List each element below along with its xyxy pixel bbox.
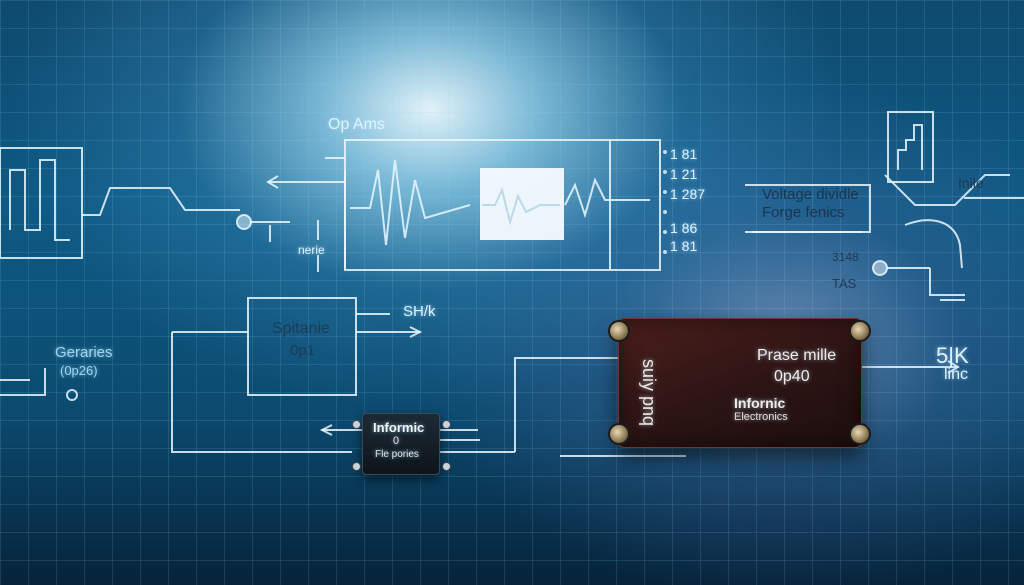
left-block-output-label: SH/k <box>403 303 436 320</box>
small-chip-title: Informic <box>373 420 425 435</box>
voltage-line2: Forge fenics <box>762 204 845 221</box>
generaries-title: Geraries <box>55 344 113 361</box>
big-chip: suiy pnq Prase mille 0p40 Infornic Elect… <box>618 318 862 448</box>
big-chip-output-sub: linc <box>944 366 969 383</box>
top-right-label: Inile <box>958 175 984 191</box>
small-chip-line3: Fle pories <box>375 449 419 460</box>
scale-ticks <box>663 150 667 254</box>
chip-pin <box>442 462 451 471</box>
scale-value: 1 81 <box>670 238 698 254</box>
screw-icon <box>608 320 630 342</box>
right-label-1: 3148 <box>832 250 859 264</box>
oscilloscope-side-label: nerie <box>298 243 325 257</box>
big-chip-value: 0p40 <box>774 368 810 385</box>
voltage-line1: Voltage dividle <box>762 186 859 203</box>
chip-pin <box>352 420 361 429</box>
scale-value: 1 287 <box>670 186 706 202</box>
waveform-right <box>564 177 650 219</box>
screw-icon <box>849 320 871 342</box>
big-chip-brand: Infornic <box>734 395 786 411</box>
screw-icon <box>849 423 871 445</box>
big-chip-title: Prase mille <box>757 347 837 364</box>
waveform-center <box>482 187 560 226</box>
right-label-2: TAS <box>832 276 857 291</box>
big-chip-sub: Electronics <box>734 411 788 423</box>
chip-pin <box>352 462 361 471</box>
generaries-sub: (0p26) <box>60 363 98 378</box>
left-block-frame <box>247 297 357 396</box>
oscilloscope-title: Op Ams <box>328 116 385 133</box>
scale-value: 1 81 <box>670 146 698 162</box>
left-block-value: 0p1 <box>290 342 316 359</box>
chip-pin <box>442 420 451 429</box>
waveform-left <box>350 159 471 246</box>
left-block-name: Spitanie <box>272 320 330 337</box>
small-chip-line2: 0 <box>393 435 400 447</box>
big-chip-output: 5|K <box>936 343 969 368</box>
scale-value: 1 21 <box>670 166 698 182</box>
small-chip: Informic 0 Fle pories <box>362 413 440 475</box>
big-chip-rotated-text: suiy pnq <box>639 359 659 427</box>
scale-value: 1 86 <box>670 220 698 236</box>
screw-icon <box>608 423 630 445</box>
